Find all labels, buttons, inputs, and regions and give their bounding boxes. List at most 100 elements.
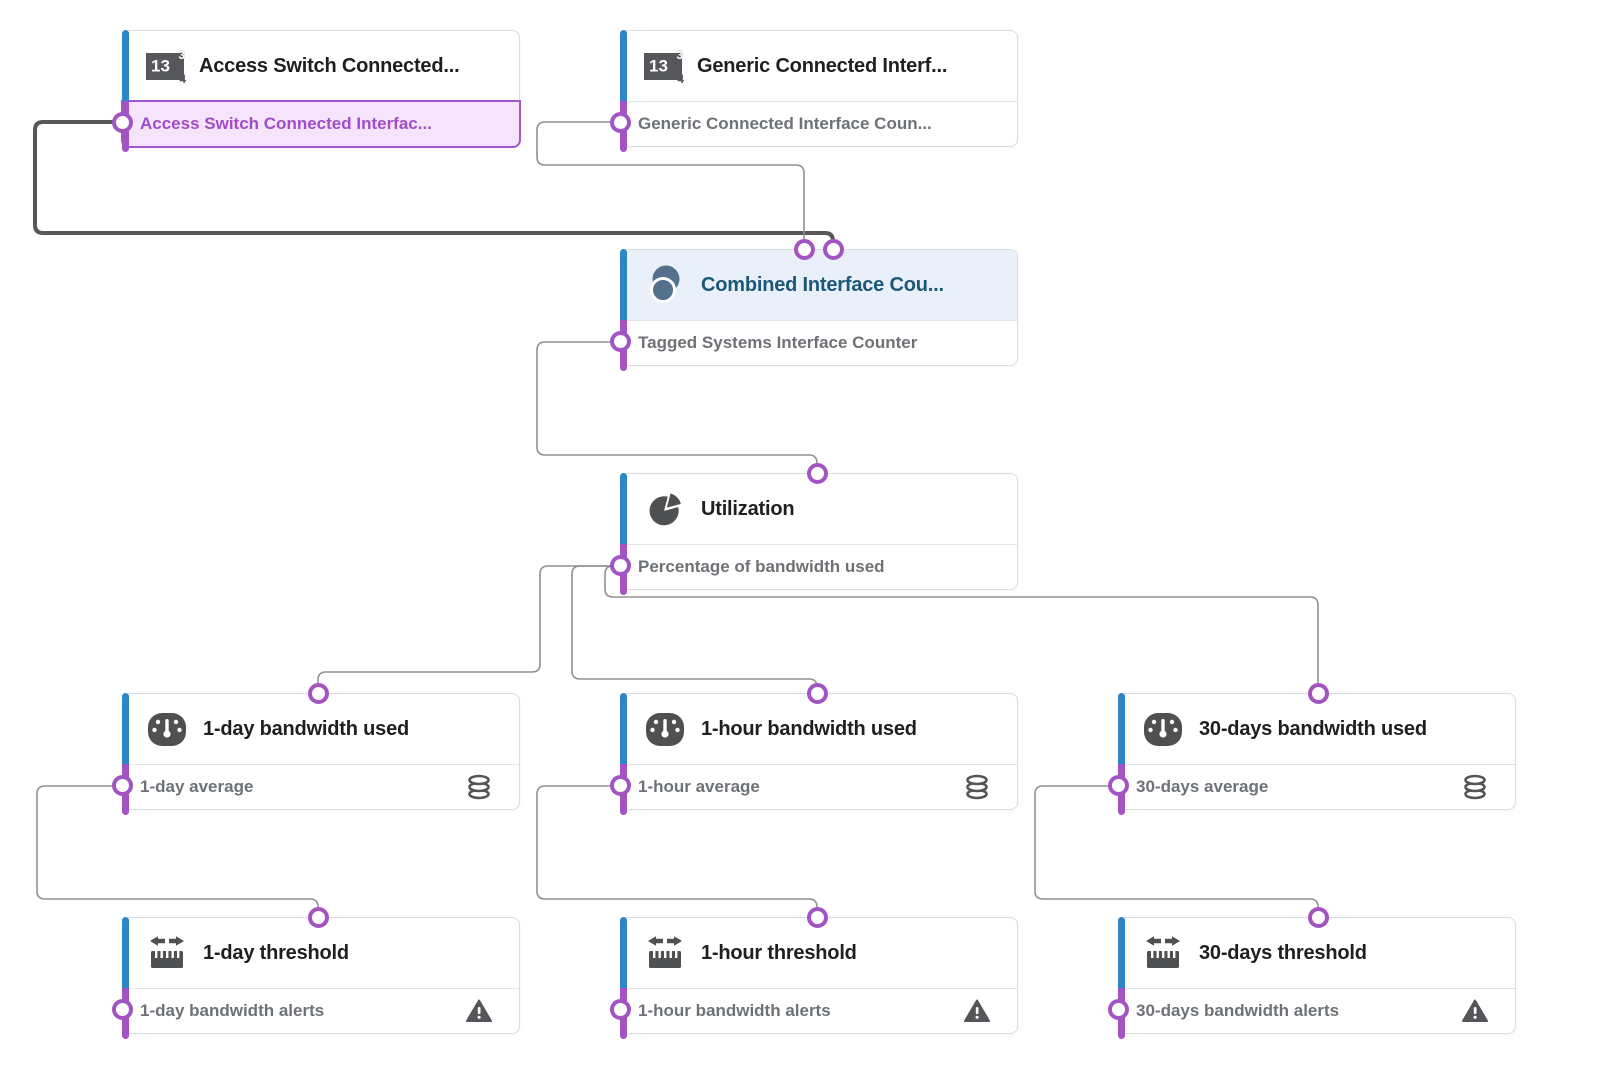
node-header: 13 3 4 Access Switch Connected... — [123, 31, 519, 101]
node-output-row[interactable]: 1-day average — [123, 764, 519, 809]
node-combined-counter[interactable]: Combined Interface Cou... Tagged Systems… — [610, 239, 1018, 371]
output-label: 30-days bandwidth alerts — [1136, 1001, 1340, 1020]
node-title: 30-days threshold — [1199, 941, 1367, 964]
node-output-row[interactable]: Tagged Systems Interface Counter — [621, 320, 1017, 365]
node-accent-bar — [620, 30, 627, 101]
node-output-row[interactable]: 1-hour average — [621, 764, 1017, 809]
node-header: Combined Interface Cou... — [621, 250, 1017, 320]
output-port[interactable] — [112, 112, 133, 133]
edge-1day-avg-to-threshold[interactable] — [36, 785, 319, 917]
node-accent-bar — [122, 917, 129, 988]
node-generic-counter[interactable]: 13 3 4 Generic Connected Interf... Gener… — [610, 30, 1018, 152]
output-port[interactable] — [610, 999, 631, 1020]
output-port[interactable] — [610, 112, 631, 133]
edge-utilization-to-1hour[interactable] — [571, 565, 818, 693]
input-port[interactable] — [308, 683, 329, 704]
threshold-ruler-icon — [1142, 934, 1184, 972]
node-output-row-selected[interactable]: Access Switch Connected Interfac... — [121, 100, 521, 148]
node-output-row[interactable]: Generic Connected Interface Coun... — [621, 101, 1017, 146]
node-1hour-bandwidth-used[interactable]: 1-hour bandwidth used 1-hour average — [610, 683, 1018, 815]
input-port[interactable] — [823, 239, 844, 260]
node-accent-bar — [620, 917, 627, 988]
input-port[interactable] — [807, 683, 828, 704]
combined-circles-icon — [644, 265, 686, 305]
edge-access-switch-to-combined[interactable] — [33, 120, 835, 249]
node-title: 1-hour threshold — [701, 941, 857, 964]
node-output-row[interactable]: 1-day bandwidth alerts — [123, 988, 519, 1033]
output-label: Tagged Systems Interface Counter — [638, 333, 918, 352]
node-accent-bar — [1118, 917, 1125, 988]
output-label: Generic Connected Interface Coun... — [638, 114, 932, 133]
node-1hour-threshold[interactable]: 1-hour threshold 1-hour bandwidth alerts — [610, 907, 1018, 1039]
node-accent-bar — [122, 693, 129, 764]
node-output-row[interactable]: 30-days average — [1119, 764, 1515, 809]
edge-utilization-to-1day[interactable] — [317, 565, 620, 693]
number-input-icon: 13 3 4 — [146, 49, 186, 85]
output-label: 1-day bandwidth alerts — [140, 1001, 325, 1020]
node-title: Combined Interface Cou... — [701, 273, 944, 296]
input-port[interactable] — [794, 239, 815, 260]
node-1day-bandwidth-used[interactable]: 1-day bandwidth used 1-day average — [112, 683, 520, 815]
output-port[interactable] — [112, 999, 133, 1020]
node-30days-threshold[interactable]: 30-days threshold 30-days bandwidth aler… — [1108, 907, 1516, 1039]
node-accent-bar — [620, 473, 627, 544]
database-icon — [466, 774, 492, 800]
edge-utilization-to-30days[interactable] — [604, 565, 1319, 693]
output-port[interactable] — [1108, 999, 1129, 1020]
edge-generic-to-combined[interactable] — [536, 121, 805, 249]
threshold-ruler-icon — [644, 934, 686, 972]
node-accent-bar — [620, 693, 627, 764]
edge-1hour-avg-to-threshold[interactable] — [536, 785, 818, 917]
warning-icon — [964, 999, 990, 1023]
input-port[interactable] — [308, 907, 329, 928]
node-output-row[interactable]: Percentage of bandwidth used — [621, 544, 1017, 589]
output-port[interactable] — [610, 555, 631, 576]
output-label: 1-hour bandwidth alerts — [638, 1001, 831, 1020]
node-title: 1-day threshold — [203, 941, 349, 964]
node-header: 30-days bandwidth used — [1119, 694, 1515, 764]
input-port[interactable] — [1308, 683, 1329, 704]
node-title: 1-hour bandwidth used — [701, 717, 917, 740]
node-header: 1-hour threshold — [621, 918, 1017, 988]
threshold-ruler-icon — [146, 934, 188, 972]
edge-30days-avg-to-threshold[interactable] — [1034, 785, 1319, 917]
node-access-switch-counter[interactable]: 13 3 4 Access Switch Connected... Access… — [112, 30, 521, 152]
output-label: 30-days average — [1136, 777, 1269, 796]
node-30days-bandwidth-used[interactable]: 30-days bandwidth used 30-days average — [1108, 683, 1516, 815]
node-title: 1-day bandwidth used — [203, 717, 410, 740]
node-utilization[interactable]: Utilization Percentage of bandwidth used — [610, 463, 1018, 595]
gauge-icon — [1142, 711, 1184, 748]
node-output-row[interactable]: 1-hour bandwidth alerts — [621, 988, 1017, 1033]
node-title: Access Switch Connected... — [199, 54, 460, 77]
pie-chart-icon — [644, 488, 686, 530]
node-accent-bar — [620, 249, 627, 320]
input-port[interactable] — [807, 463, 828, 484]
input-port[interactable] — [807, 907, 828, 928]
node-accent-bar — [122, 30, 129, 101]
output-label: 1-day average — [140, 777, 254, 796]
output-port[interactable] — [610, 775, 631, 796]
node-output-row[interactable]: 30-days bandwidth alerts — [1119, 988, 1515, 1033]
warning-icon — [1462, 999, 1488, 1023]
output-port[interactable] — [1108, 775, 1129, 796]
node-title: 30-days bandwidth used — [1199, 717, 1427, 740]
node-header: 1-day threshold — [123, 918, 519, 988]
node-header: Utilization — [621, 474, 1017, 544]
gauge-icon — [146, 711, 188, 748]
output-port[interactable] — [112, 775, 133, 796]
output-port[interactable] — [610, 331, 631, 352]
database-icon — [1462, 774, 1488, 800]
number-input-icon: 13 3 4 — [644, 49, 684, 85]
node-header: 1-hour bandwidth used — [621, 694, 1017, 764]
node-title: Utilization — [701, 497, 795, 520]
node-header: 13 3 4 Generic Connected Interf... — [621, 31, 1017, 101]
output-label: Access Switch Connected Interfac... — [140, 114, 432, 133]
node-1day-threshold[interactable]: 1-day threshold 1-day bandwidth alerts — [112, 907, 520, 1039]
node-header: 1-day bandwidth used — [123, 694, 519, 764]
input-port[interactable] — [1308, 907, 1329, 928]
edge-combined-to-utilization[interactable] — [536, 341, 818, 473]
gauge-icon — [644, 711, 686, 748]
node-title: Generic Connected Interf... — [697, 54, 948, 77]
